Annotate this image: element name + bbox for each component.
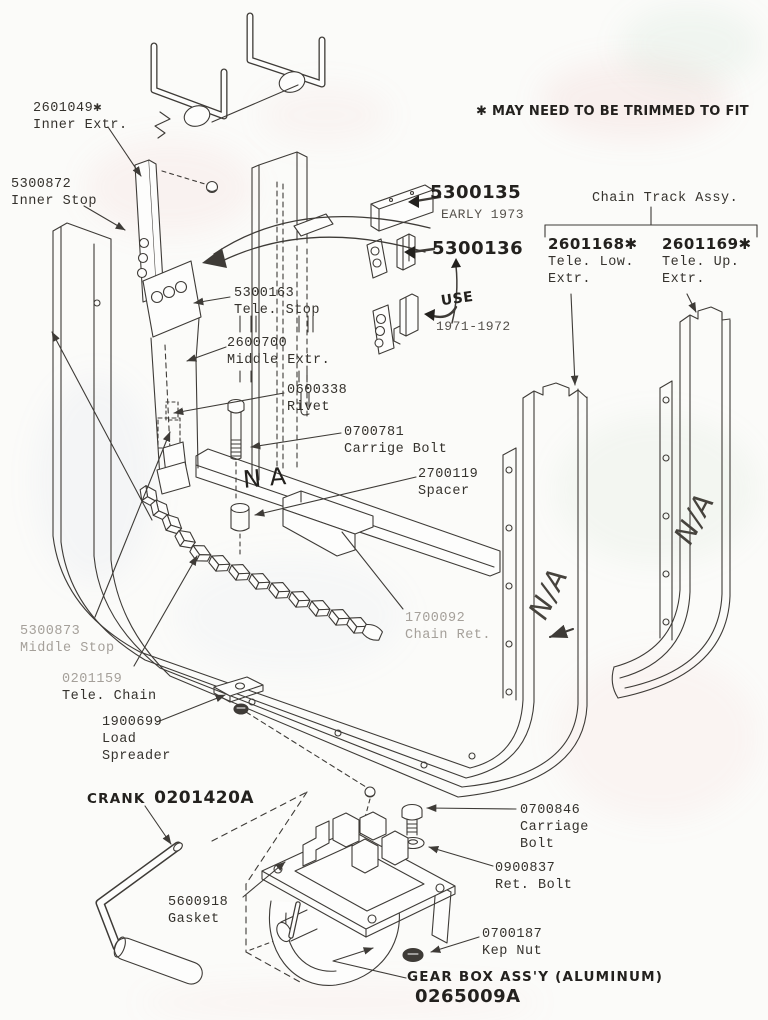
middle-extrusion-drawing	[239, 151, 334, 481]
part-number: 0201420A	[154, 788, 255, 808]
chain-retainer-drawing	[282, 490, 374, 557]
inner-extrusion-and-stops-drawing	[134, 159, 219, 495]
label-carriage-bolt: 0700846 Carriage Bolt	[520, 802, 589, 853]
tele-upper-extrusion-drawing	[611, 306, 731, 699]
part-name: CRANK	[87, 791, 146, 807]
part-number: 1900699	[102, 715, 163, 730]
label-bracket-late-num: 5300136	[432, 238, 524, 259]
part-number: 2601169✱	[662, 235, 752, 253]
trim-note: ✱ MAY NEED TO BE TRIMMED TO FIT	[476, 104, 749, 119]
tele-chain-drawing	[135, 482, 383, 641]
crank-drawing	[95, 841, 203, 985]
part-number: 2601168✱	[548, 235, 638, 253]
part-name: Kep Nut	[482, 944, 543, 959]
part-name: Middle Extr.	[227, 353, 331, 368]
part-name: Spreader	[102, 749, 171, 764]
gear-box-assembly-drawing	[261, 811, 456, 986]
part-name: Inner Stop	[11, 194, 98, 209]
label-crank: CRANK 0201420A	[87, 788, 254, 809]
part-name: Extr.	[548, 272, 592, 287]
part-name: Chain Ret.	[405, 628, 492, 643]
top-carriage-brackets-drawing	[150, 12, 326, 139]
part-number: 1700092	[405, 611, 466, 626]
part-name: Middle Stop	[20, 641, 115, 656]
years-note: 1971-1972	[436, 319, 511, 334]
part-number: 5600918	[168, 895, 229, 910]
chain-track-assy-bracket	[544, 206, 758, 238]
part-number: 2700119	[418, 467, 479, 482]
label-middle-extr: 2600700 Middle Extr.	[227, 335, 330, 369]
label-carrige-bolt: 0700781 Carrige Bolt	[344, 424, 447, 458]
part-number: 0265009A	[415, 986, 521, 1007]
part-number: 5300873	[20, 624, 81, 639]
label-chain-track-assy: Chain Track Assy.	[592, 191, 739, 206]
part-number: 0700781	[344, 425, 405, 440]
label-chain-ret: 1700092 Chain Ret.	[405, 610, 491, 644]
label-tele-chain: 0201159 Tele. Chain	[62, 671, 157, 705]
part-name: Tele. Low.	[548, 255, 635, 270]
part-number: 5300872	[11, 177, 72, 192]
part-name: Spacer	[418, 484, 470, 499]
part-number: 0900837	[495, 861, 556, 876]
label-load-spreader: 1900699 Load Spreader	[102, 714, 171, 765]
part-number: 0600338	[287, 383, 348, 398]
part-name: Ret. Bolt	[495, 878, 573, 893]
part-name: Rivet	[287, 400, 331, 415]
label-ret-bolt: 0900837 Ret. Bolt	[495, 860, 572, 894]
part-number: 0201159	[62, 672, 123, 687]
part-name: Inner Extr.	[33, 118, 128, 133]
part-name: Gasket	[168, 912, 220, 927]
chain-track-frame-drawing	[52, 222, 588, 798]
carriage-bolt-0700781-drawing	[227, 398, 245, 503]
label-tele-up-extr: 2601169✱ Tele. Up. Extr.	[662, 234, 752, 288]
carriage-bolt-0700846-stack-drawing	[249, 803, 425, 963]
label-bracket-early-num: 5300135	[430, 182, 522, 203]
part-name: Extr.	[662, 272, 706, 287]
replacement-bracket-parts-drawing	[366, 184, 434, 355]
label-gear-box: GEAR BOX ASS'Y (ALUMINUM) 0265009A	[407, 969, 663, 1007]
spacer-drawing	[230, 502, 250, 557]
part-number: 2601049✱	[33, 101, 102, 116]
label-early-1973: EARLY 1973	[441, 207, 525, 222]
part-name: Tele. Stop	[234, 303, 321, 318]
label-leader-lines	[51, 126, 697, 979]
part-name: Load	[102, 732, 137, 747]
label-tele-stop: 5300163 Tele. Stop	[234, 285, 320, 319]
label-middle-stop: 5300873 Middle Stop	[20, 623, 115, 657]
label-inner-stop: 5300872 Inner Stop	[11, 176, 97, 210]
swoosh-arrow	[202, 216, 431, 268]
part-number: 0700846	[520, 803, 581, 818]
label-gasket: 5600918 Gasket	[168, 894, 228, 928]
label-tele-low-extr: 2601168✱ Tele. Low. Extr.	[548, 234, 638, 288]
load-spreader-drawing	[213, 676, 367, 788]
label-kep-nut: 0700187 Kep Nut	[482, 926, 542, 960]
handwritten-arrows	[404, 195, 461, 324]
part-name: GEAR BOX ASS'Y (ALUMINUM)	[407, 969, 664, 985]
part-number: 2600700	[227, 336, 288, 351]
alignment-dashed-lines	[211, 791, 308, 983]
part-name: Tele. Chain	[62, 689, 157, 704]
na-mark-crossbar: N A	[241, 462, 288, 494]
label-rivet: 0600338 Rivet	[287, 382, 347, 416]
part-name: Carrige Bolt	[344, 442, 448, 457]
label-inner-extr: 2601049✱ Inner Extr.	[33, 100, 128, 134]
part-name: Bolt	[520, 837, 555, 852]
part-number: 5300163	[234, 286, 295, 301]
label-spacer: 2700119 Spacer	[418, 466, 478, 500]
part-number: 0700187	[482, 927, 543, 942]
part-name: Tele. Up.	[662, 255, 740, 270]
part-name: Carriage	[520, 820, 589, 835]
